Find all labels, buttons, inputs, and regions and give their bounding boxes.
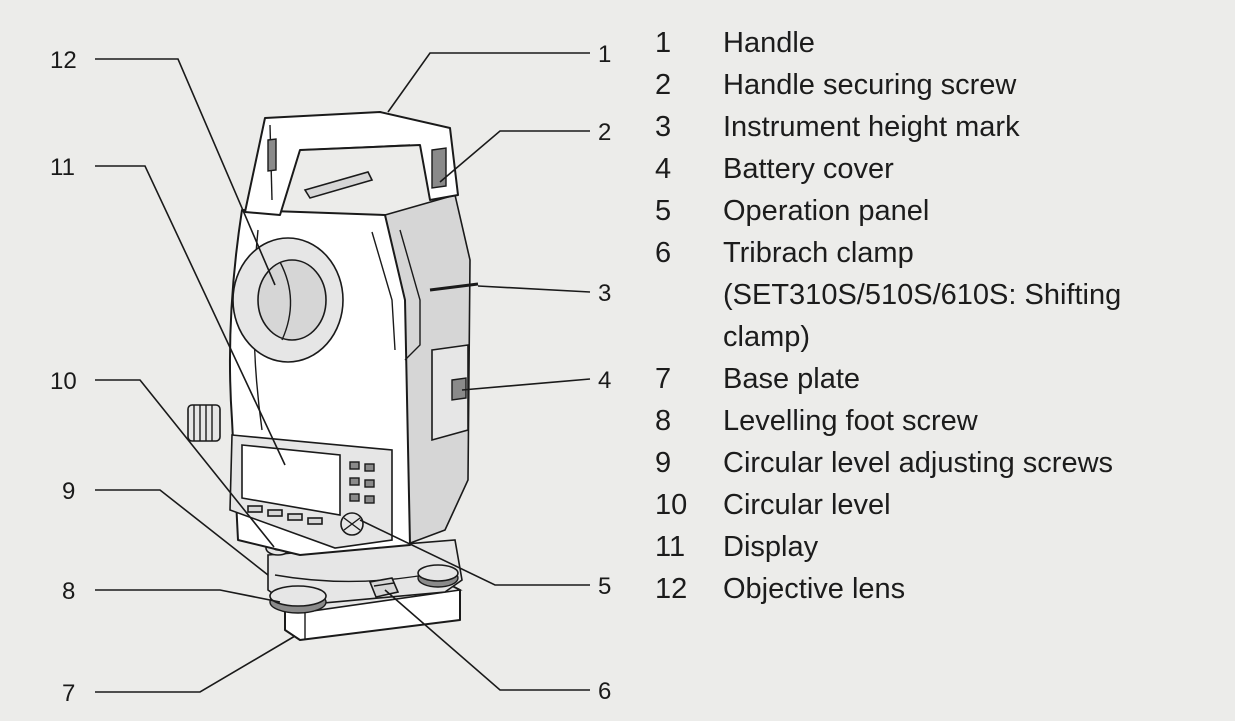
callout-4: 4	[598, 367, 611, 394]
leader-8	[95, 589, 281, 603]
legend-number: 10	[655, 489, 688, 521]
legend-label: Levelling foot screw	[723, 405, 978, 437]
levelling-foot-screw-right	[417, 564, 459, 588]
callout-7: 7	[62, 680, 75, 707]
operation-panel	[229, 434, 393, 549]
legend-item: 5 Operation panel	[655, 190, 1215, 232]
total-station-illustration: 1 2 3 4 5 6 7 8 9 10 11 12	[50, 41, 611, 707]
legend-item: 4 Battery cover	[655, 148, 1215, 190]
leader-2	[439, 130, 590, 183]
handle	[244, 111, 459, 216]
legend-item: 11 Display	[655, 526, 1215, 568]
callout-11: 11	[50, 154, 75, 181]
legend-label: Circular level	[723, 489, 891, 521]
objective-lens	[232, 237, 344, 363]
legend-label: Display	[723, 531, 819, 563]
legend-number: 5	[655, 195, 672, 227]
legend-label: Battery cover	[723, 153, 894, 185]
handle-securing-screw	[431, 147, 447, 189]
callout-1: 1	[598, 41, 611, 68]
legend-item: 10 Circular level	[655, 484, 1215, 526]
legend-number: 3	[655, 111, 672, 143]
leader-9	[95, 489, 269, 576]
legend-item: 8 Levelling foot screw	[655, 400, 1215, 442]
leader-10	[95, 379, 275, 548]
legend-label: Circular level adjusting screws	[723, 447, 1114, 479]
leader-4	[461, 378, 591, 391]
legend-number: 4	[655, 153, 672, 185]
collimator	[303, 171, 374, 199]
leader-lines	[95, 52, 591, 693]
callout-numbers: 1 2 3 4 5 6 7 8 9 10 11 12	[50, 41, 611, 707]
legend-number: 12	[655, 573, 688, 605]
callout-10: 10	[50, 368, 77, 395]
legend-item: 9 Circular level adjusting screws	[655, 442, 1215, 484]
legend-number: 6	[655, 237, 672, 269]
display	[241, 444, 341, 516]
legend-label: Instrument height mark	[723, 111, 1020, 143]
callout-6: 6	[598, 678, 611, 705]
leader-3	[477, 285, 591, 293]
legend-item: 12 Objective lens	[655, 568, 1215, 610]
legend-label: Operation panel	[723, 195, 930, 227]
legend-label: Handle securing screw	[723, 69, 1017, 101]
callout-9: 9	[62, 478, 75, 505]
legend-number: 1	[655, 27, 672, 59]
leader-1	[387, 52, 590, 113]
leader-7	[95, 635, 296, 693]
legend-label: Objective lens	[723, 573, 906, 605]
legend-item: 3 Instrument height mark	[655, 106, 1215, 148]
callout-5: 5	[598, 573, 611, 600]
battery-cover	[431, 344, 469, 442]
legend-item: 2 Handle securing screw	[655, 64, 1215, 106]
legend-item: 7 Base plate	[655, 358, 1215, 400]
legend-number: 8	[655, 405, 672, 437]
levelling-foot-screw-left	[269, 585, 327, 614]
leader-11	[95, 165, 286, 466]
callout-12: 12	[50, 47, 77, 74]
callout-8: 8	[62, 578, 75, 605]
leader-5	[359, 519, 590, 586]
callout-3: 3	[598, 280, 611, 307]
instrument-height-mark	[429, 282, 479, 292]
leader-12	[95, 58, 276, 286]
legend-number: 11	[655, 531, 686, 563]
legend-item: 1 Handle	[655, 22, 1215, 64]
legend-number: 7	[655, 363, 672, 395]
legend-number: 9	[655, 447, 672, 479]
legend-number: 2	[655, 69, 672, 101]
leader-6	[384, 589, 590, 691]
callout-2: 2	[598, 119, 611, 146]
legend-item: 6 Tribrach clamp (SET310S/510S/610S: Shi…	[655, 232, 1215, 358]
legend-label: Tribrach clamp (SET310S/510S/610S: Shift…	[723, 237, 1122, 353]
legend-label: Base plate	[723, 363, 861, 395]
tribrach-clamp	[368, 577, 400, 598]
side-knob	[187, 404, 221, 442]
parts-legend: 1 Handle 2 Handle securing screw 3 Instr…	[655, 22, 1215, 610]
legend-label: Handle	[723, 27, 815, 59]
